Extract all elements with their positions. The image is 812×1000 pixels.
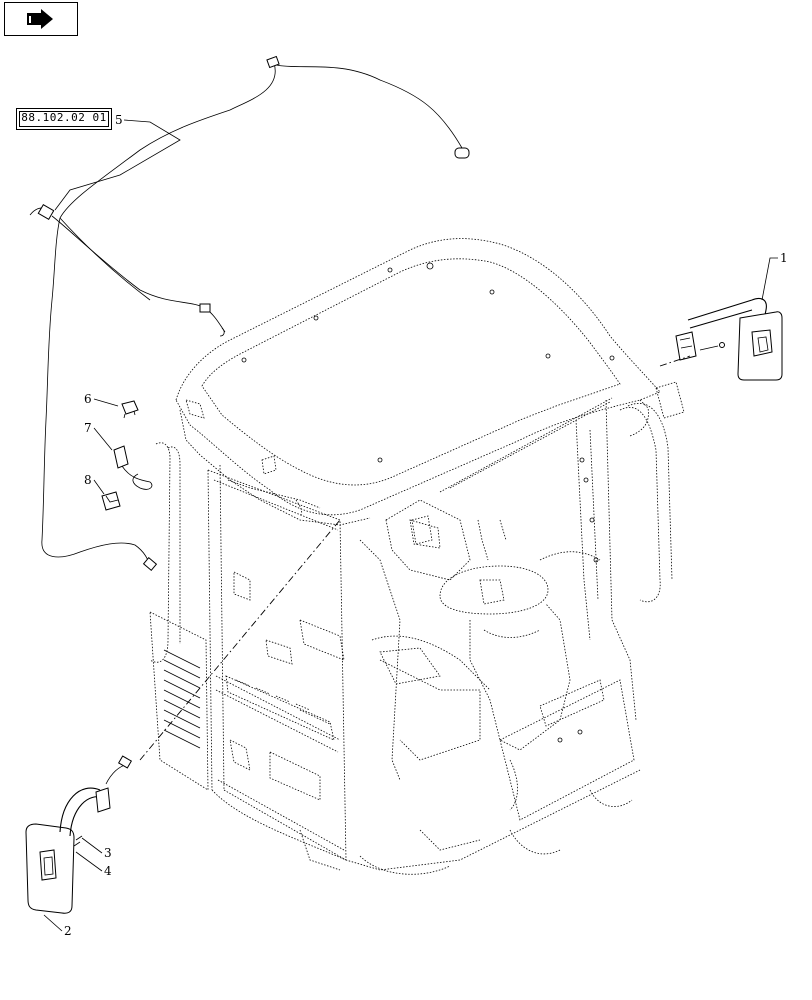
callout-7[interactable]: 7	[84, 421, 113, 451]
fuse-part-6[interactable]	[121, 400, 139, 419]
left-mirror-assembly[interactable]	[25, 519, 341, 914]
cab-structure	[149, 238, 685, 875]
callout-5-label: 5	[115, 113, 123, 127]
callout-4[interactable]: 4	[75, 851, 112, 878]
callout-7-label: 7	[84, 421, 92, 435]
callout-2-label: 2	[64, 924, 72, 938]
reference-code-box[interactable]: 88.102.02 01	[16, 108, 112, 130]
wiring-harness[interactable]	[29, 55, 470, 571]
callout-5[interactable]: 5	[54, 113, 181, 211]
callout-3[interactable]: 3	[81, 837, 112, 860]
right-mirror-assembly[interactable]	[659, 297, 783, 381]
callout-6[interactable]: 6	[84, 392, 119, 407]
callout-8-label: 8	[84, 473, 92, 487]
callout-4-label: 4	[104, 864, 112, 878]
reference-code: 88.102.02 01	[21, 111, 107, 124]
callout-6-label: 6	[84, 392, 92, 406]
navigation-button[interactable]	[4, 2, 78, 36]
reference-code-inner	[19, 111, 109, 127]
relay-part-7[interactable]	[113, 445, 153, 490]
callout-8[interactable]: 8	[84, 473, 105, 495]
callout-1-label: 1	[780, 251, 788, 265]
arrow-right-icon	[27, 9, 53, 29]
connector-part-8[interactable]	[101, 491, 121, 511]
callout-2[interactable]: 2	[43, 914, 72, 938]
callout-1[interactable]: 1	[761, 251, 788, 301]
callout-3-label: 3	[104, 846, 112, 860]
